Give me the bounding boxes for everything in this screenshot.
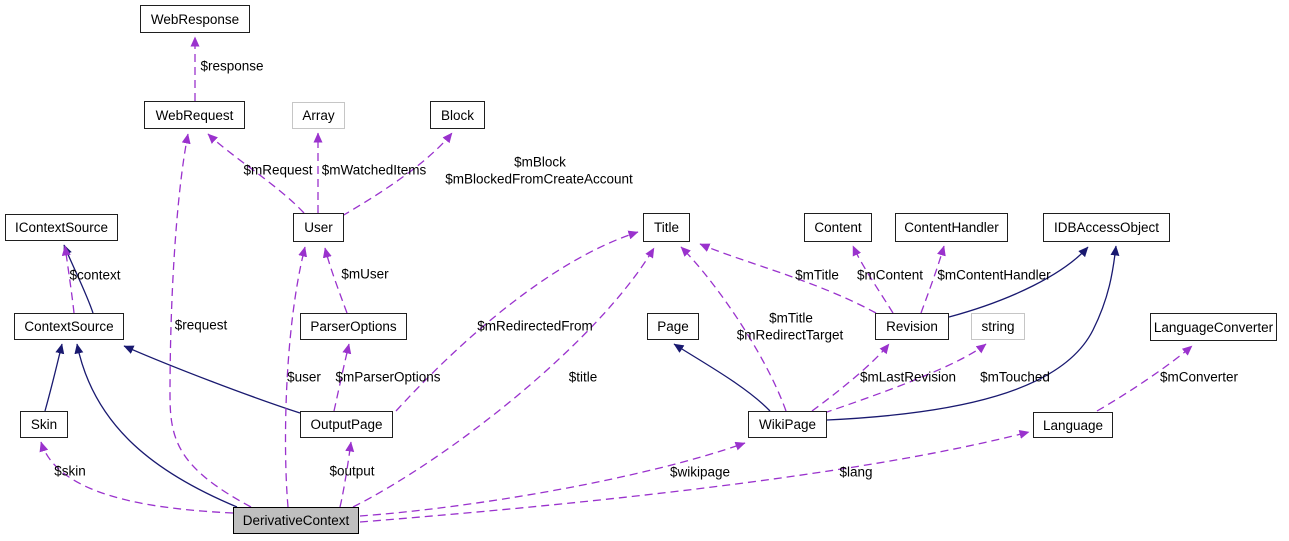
class-node-icontextsource[interactable]: IContextSource (5, 214, 118, 241)
edge-skin-contextsource (44, 343, 65, 412)
edge-revision-contenthandler (920, 245, 946, 314)
edge-derivativecontext-user (284, 246, 308, 508)
edge-label-skin: $skin (54, 463, 86, 479)
edge-outputpage-parseroptions (333, 343, 352, 412)
edge-revision-idbaccessobject (948, 246, 1089, 318)
class-node-outputpage[interactable]: OutputPage (300, 411, 393, 438)
edge-label-m-title-revision: $mTitle (795, 267, 839, 283)
edge-label-title: $title (568, 369, 598, 385)
edge-label-wikipage: $wikipage (669, 464, 731, 480)
edge-label-m-redirected-from: $mRedirectedFrom (477, 318, 593, 334)
edge-derivativecontext-outputpage (339, 441, 355, 508)
edge-derivativecontext-skin (39, 441, 234, 514)
edge-derivativecontext-wikipage (359, 441, 746, 517)
edge-revision-title (699, 243, 877, 314)
class-node-idbaccessobject[interactable]: IDBAccessObject (1043, 213, 1170, 242)
edge-label-m-title-wikipage: $mTitle (769, 310, 813, 326)
edge-wikipage-idbaccessobject (826, 245, 1120, 421)
class-node-content[interactable]: Content (804, 213, 872, 242)
class-node-user[interactable]: User (293, 213, 344, 242)
edge-label-response: $response (200, 58, 264, 74)
edge-label-m-user: $mUser (341, 266, 389, 282)
class-node-skin[interactable]: Skin (20, 411, 68, 438)
edge-user-block (341, 132, 453, 217)
edge-wikipage-revision (811, 343, 890, 412)
edge-label-m-blocked-from-create-account: $mBlockedFromCreateAccount (445, 171, 633, 187)
edge-label-m-watched-items: $mWatchedItems (321, 162, 427, 178)
edge-label-user: $user (287, 369, 321, 385)
edge-label-m-converter: $mConverter (1159, 369, 1239, 385)
edge-label-context: $context (69, 267, 121, 283)
edge-label-m-parser-options: $mParserOptions (335, 369, 441, 385)
edge-outputpage-contextsource (123, 345, 301, 414)
class-node-webrequest[interactable]: WebRequest (144, 101, 245, 129)
class-node-languageconverter[interactable]: LanguageConverter (1150, 313, 1277, 341)
edge-label-m-content-handler: $mContentHandler (937, 267, 1051, 283)
class-node-derivativecontext: DerivativeContext (233, 507, 359, 534)
edge-derivativecontext-webrequest (169, 133, 252, 508)
edge-wikipage-string (823, 343, 987, 414)
class-node-array: Array (292, 102, 345, 129)
edge-label-m-content: $mContent (856, 267, 924, 283)
edge-label-m-block: $mBlock (514, 154, 566, 170)
edge-label-m-touched: $mTouched (980, 369, 1050, 385)
edge-derivativecontext-language (359, 430, 1030, 523)
class-node-string: string (971, 313, 1025, 340)
class-node-webresponse[interactable]: WebResponse (140, 5, 250, 33)
edge-derivativecontext-contextsource (74, 343, 238, 508)
class-node-wikipage[interactable]: WikiPage (748, 411, 827, 438)
class-node-language[interactable]: Language (1033, 412, 1113, 438)
class-node-contenthandler[interactable]: ContentHandler (895, 213, 1008, 242)
edge-label-m-redirect-target: $mRedirectTarget (736, 327, 844, 343)
edge-derivativecontext-title (352, 247, 655, 508)
edge-wikipage-title (680, 246, 787, 412)
class-node-parseroptions[interactable]: ParserOptions (300, 313, 407, 340)
edge-revision-content (852, 245, 894, 314)
class-node-page[interactable]: Page (647, 313, 699, 340)
edge-label-m-last-revision: $mLastRevision (859, 369, 957, 385)
edge-outputpage-title (395, 230, 639, 412)
edge-label-output: $output (329, 463, 375, 479)
edge-label-request: $request (174, 317, 228, 333)
edge-label-lang: $lang (839, 464, 873, 480)
edge-label-m-request: $mRequest (243, 162, 313, 178)
edge-parseroptions-user (322, 247, 348, 314)
edge-user-webrequest (207, 133, 305, 214)
edge-contextsource-icontextsource-context (61, 245, 75, 314)
edge-wikipage-page (673, 343, 771, 412)
class-node-title[interactable]: Title (643, 213, 690, 242)
class-node-block[interactable]: Block (430, 101, 485, 129)
edge-language-languageconverter (1096, 345, 1193, 412)
class-node-contextsource[interactable]: ContextSource (14, 313, 124, 340)
class-node-revision[interactable]: Revision (875, 313, 949, 340)
